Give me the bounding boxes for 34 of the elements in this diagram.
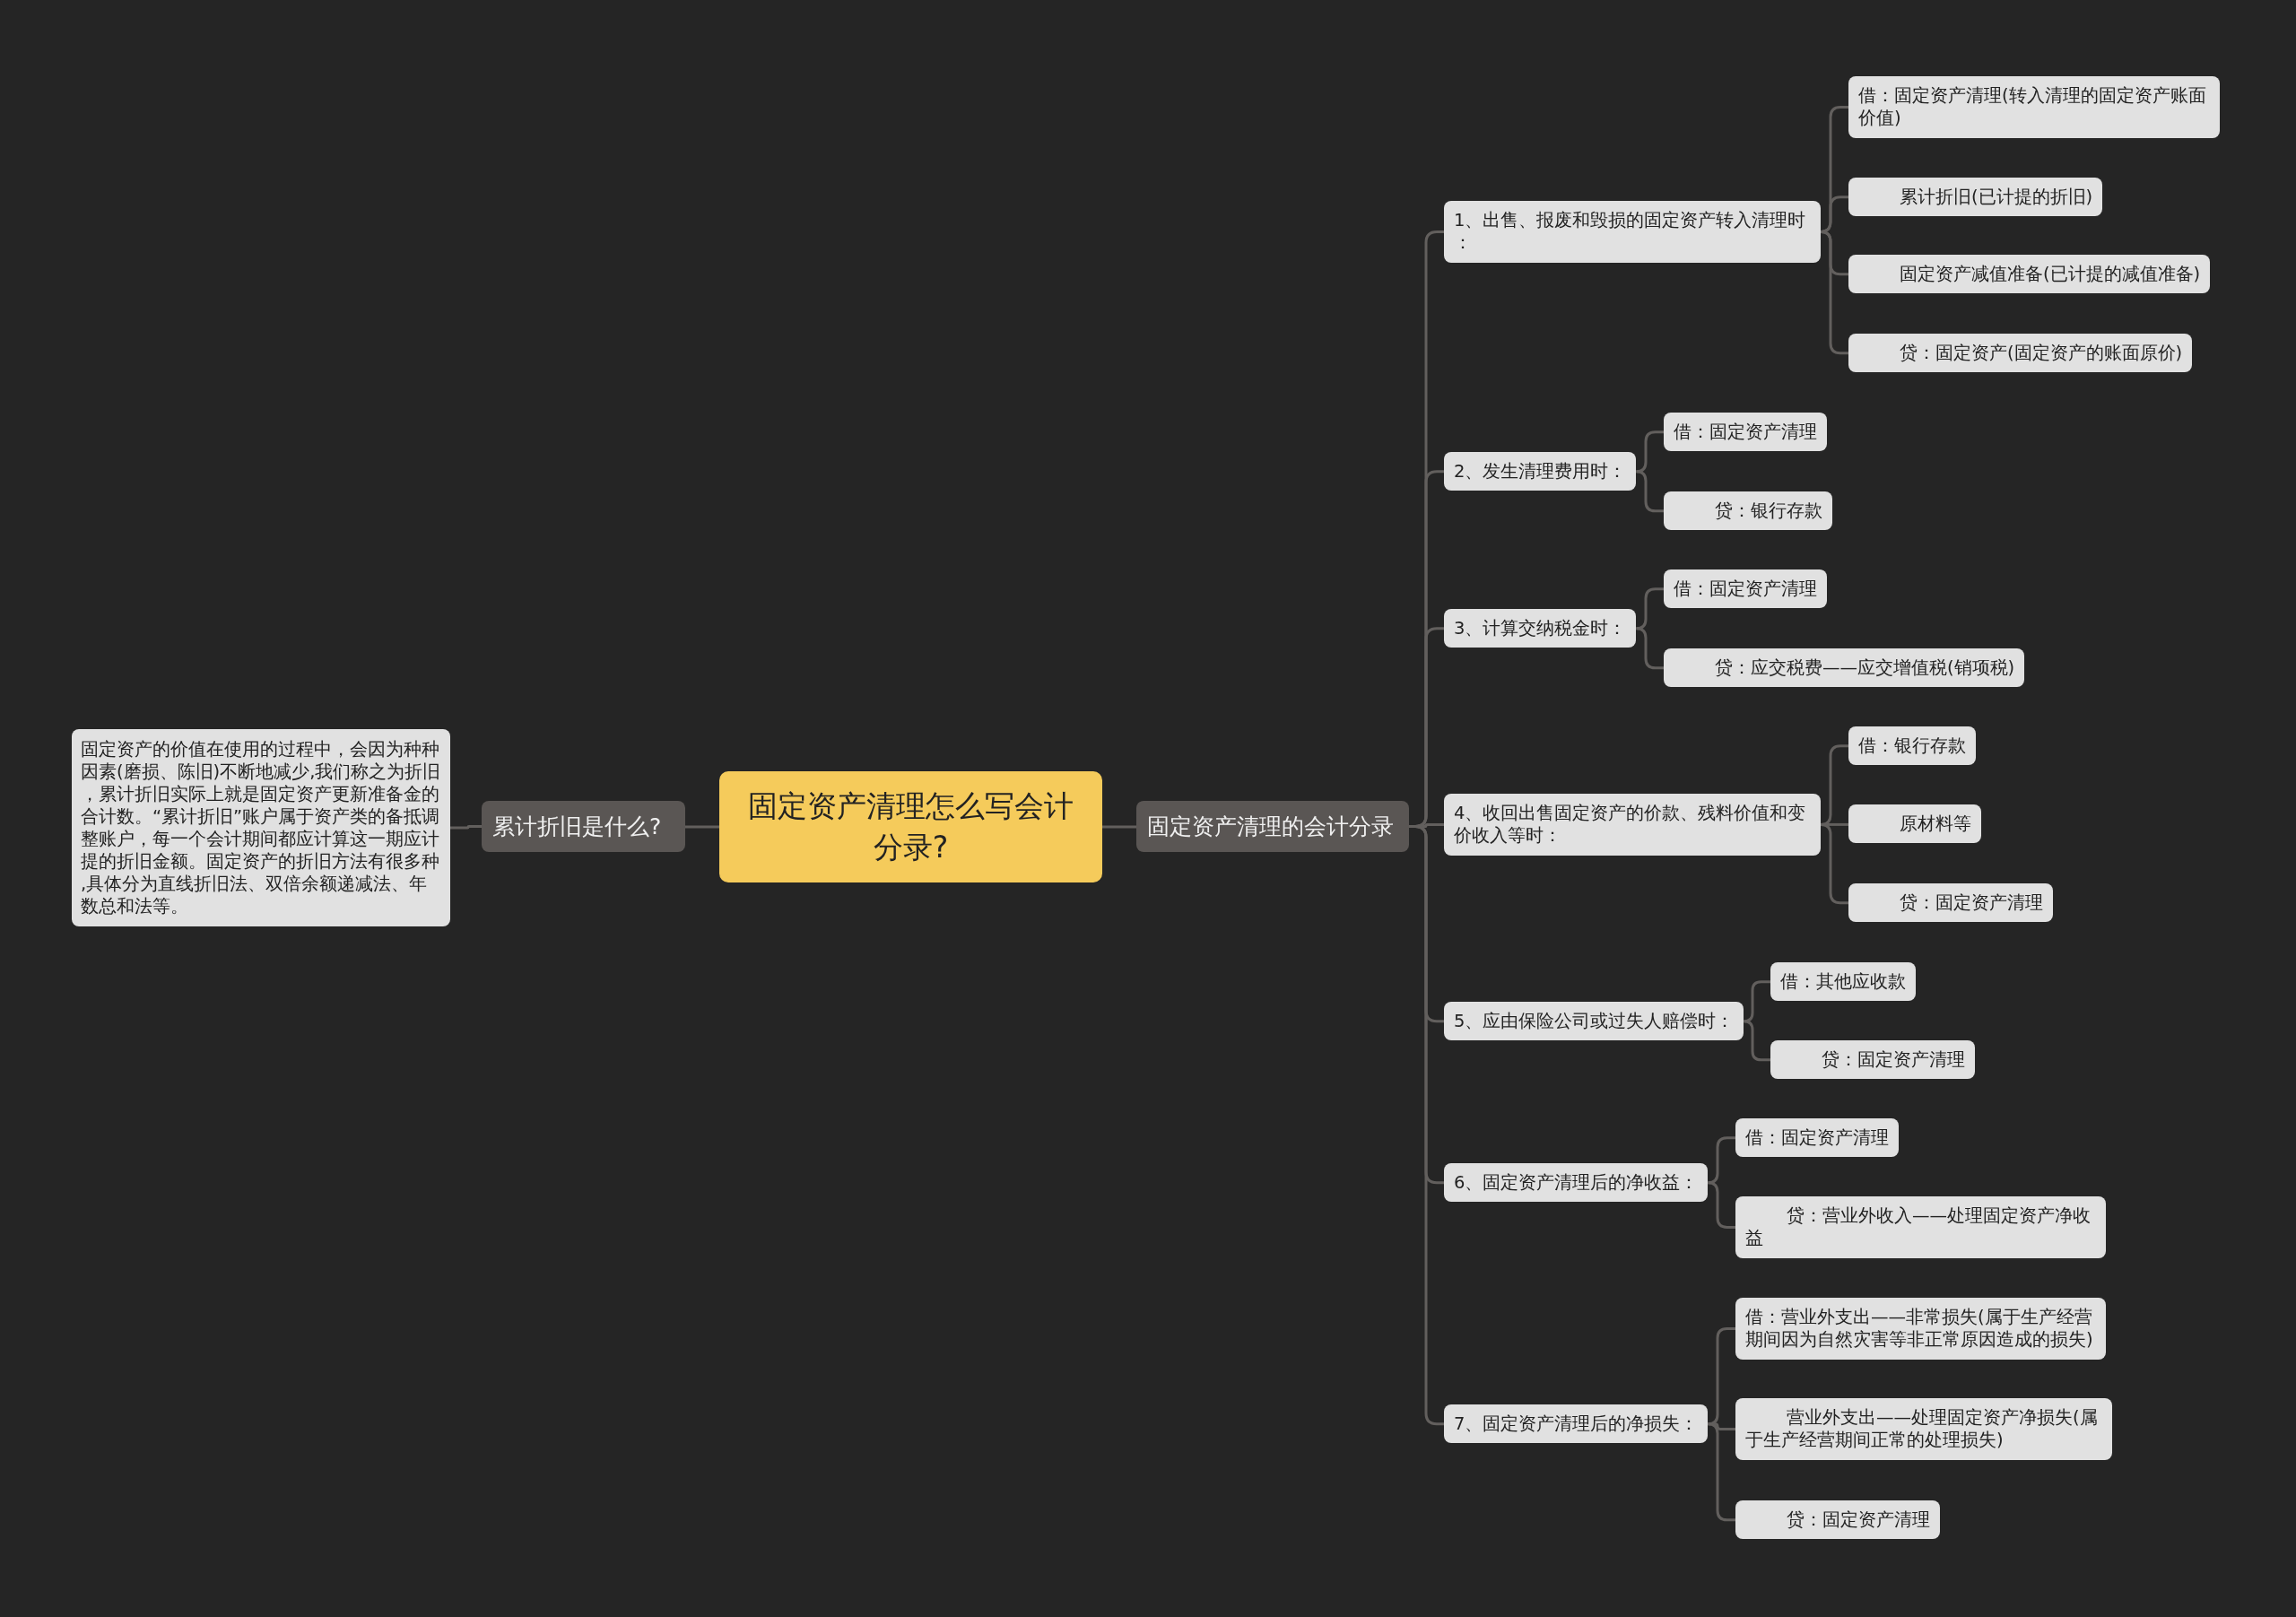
entry-topic: 借：固定资产清理	[1735, 1118, 1899, 1158]
entry-topic: 借：营业外支出——非常损失(属于生产经营期间因为自然灾害等非正常原因造成的损失)	[1735, 1298, 2106, 1360]
subtopic: 4、收回出售固定资产的价款、残料价值和变价收入等时：	[1444, 794, 1821, 856]
entry-topic: 原材料等	[1848, 804, 1981, 844]
entry-topic: 固定资产减值准备(已计提的减值准备)	[1848, 255, 2211, 294]
entry-topic: 借：固定资产清理	[1664, 413, 1827, 452]
entry-topic: 贷：固定资产清理	[1735, 1500, 1940, 1540]
connector-line	[450, 825, 482, 830]
entry-topic: 借：银行存款	[1848, 726, 1976, 766]
subtopic: 3、计算交纳税金时：	[1444, 609, 1637, 648]
entry-topic: 贷：固定资产清理	[1770, 1040, 1975, 1080]
subtopic: 1、出售、报废和毁损的固定资产转入清理时：	[1444, 201, 1821, 263]
entry-topic: 借：固定资产清理	[1664, 569, 1827, 609]
entry-topic: 贷：银行存款	[1664, 491, 1832, 531]
entry-topic: 累计折旧(已计提的折旧)	[1848, 178, 2103, 217]
entry-topic: 贷：营业外收入——处理固定资产净收益	[1735, 1196, 2106, 1258]
entry-topic: 贷：应交税费——应交增值税(销项税)	[1664, 648, 2025, 688]
entry-topic: 营业外支出——处理固定资产净损失(属于生产经营期间正常的处理损失)	[1735, 1398, 2112, 1460]
entry-topic: 贷：固定资产(固定资产的账面原价)	[1848, 334, 2193, 373]
connector-line	[1102, 825, 1136, 829]
branch-topic: 固定资产清理的会计分录	[1136, 801, 1409, 852]
entry-topic: 贷：固定资产清理	[1848, 883, 2053, 923]
connector-line	[685, 825, 719, 829]
subtopic: 6、固定资产清理后的净收益：	[1444, 1163, 1709, 1203]
entry-topic: 借：其他应收款	[1770, 962, 1916, 1002]
note-card: 固定资产的价值在使用的过程中，会因为种种因素(磨损、陈旧)不断地减少,我们称之为折旧，累计折旧实际上就是固定资产更新准备金的合计数。“累计折旧”账户属于资产类的备抵调整账户，每一个会计期间都应计算这一期应计提的折旧金额。固定资产的折旧方法有很多种,具体分为直线折旧法、双倍余额递减法、年数总和法等。	[72, 729, 450, 926]
connector-line	[1819, 230, 1848, 355]
branch-topic: 累计折旧是什么?	[482, 801, 685, 852]
entry-topic: 借：固定资产清理(转入清理的固定资产账面价值)	[1848, 76, 2220, 138]
central-topic: 固定资产清理怎么写会计分录?	[719, 771, 1102, 882]
subtopic: 2、发生清理费用时：	[1444, 452, 1637, 491]
subtopic: 5、应由保险公司或过失人赔偿时：	[1444, 1002, 1744, 1041]
subtopic: 7、固定资产清理后的净损失：	[1444, 1404, 1709, 1444]
connector-line	[1819, 822, 1848, 905]
